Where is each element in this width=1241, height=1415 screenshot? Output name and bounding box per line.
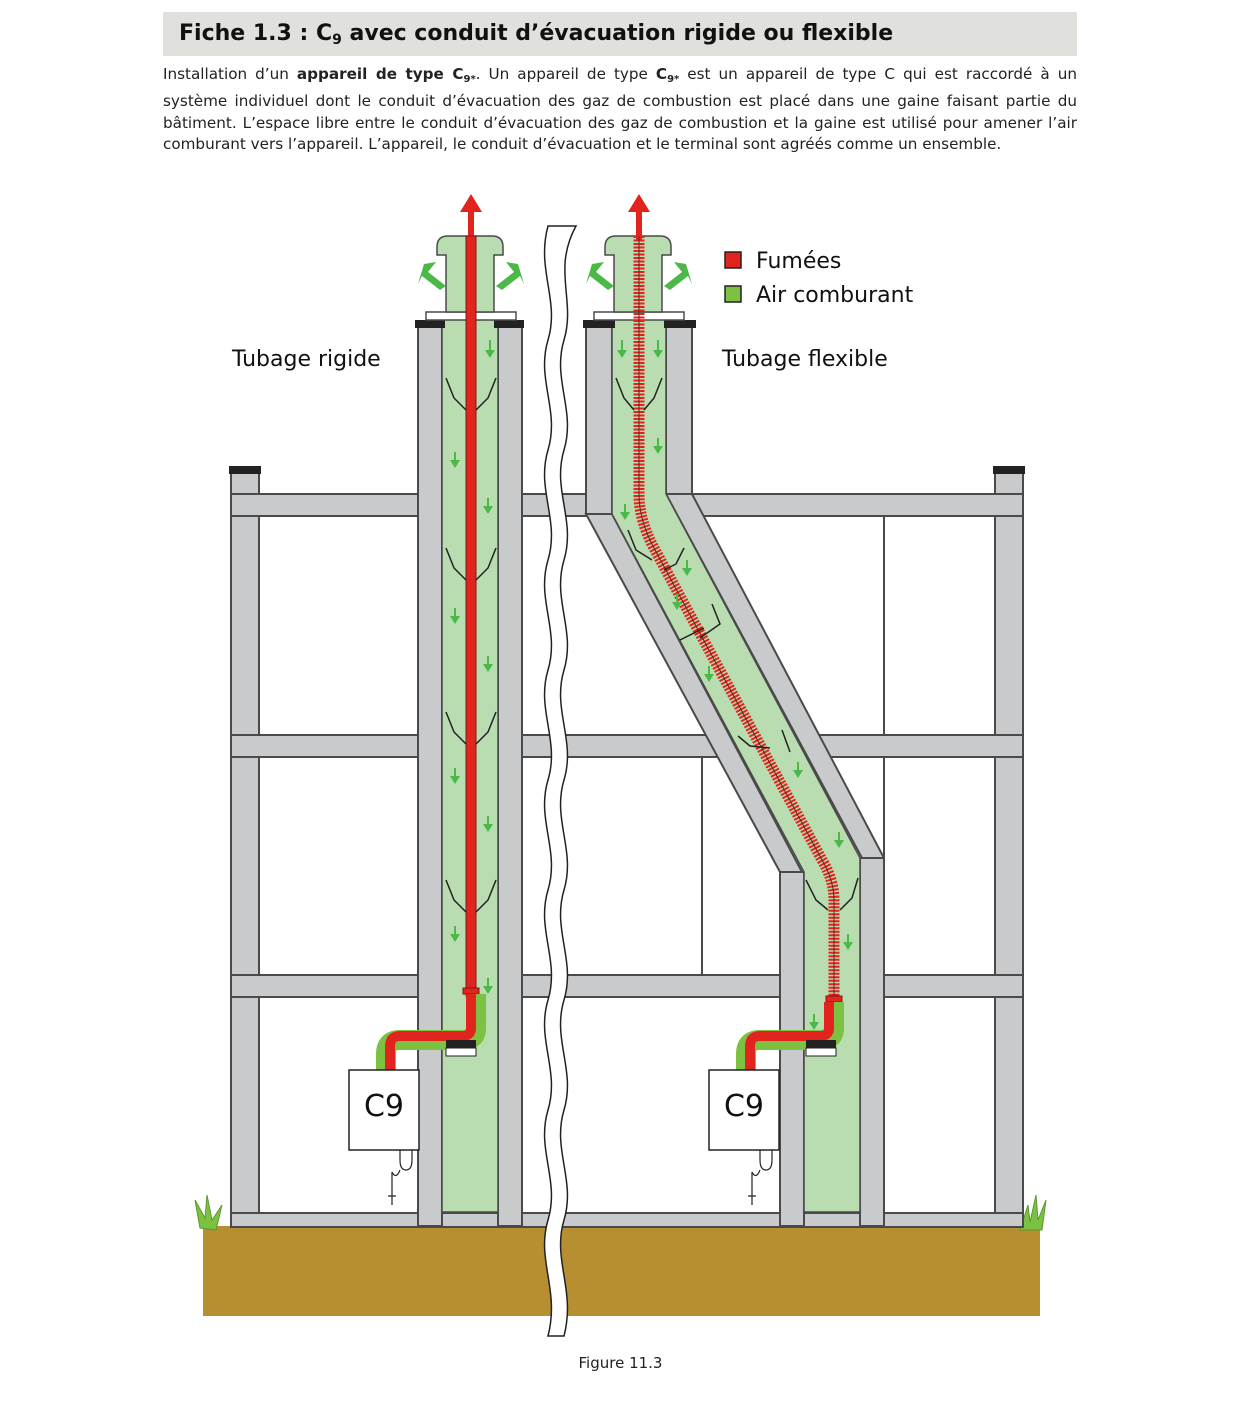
label-rigid: Tubage rigide — [231, 347, 381, 372]
appliance-left — [348, 1069, 420, 1205]
building-walls — [230, 325, 1024, 1228]
break-line — [543, 225, 578, 1337]
legend-label-flue: Fumées — [756, 249, 841, 274]
elbow-right-inner — [745, 1002, 834, 1070]
right-shaft-air — [611, 317, 861, 1213]
rigid-flue — [465, 235, 477, 997]
legend-swatch-flue — [724, 251, 742, 269]
legend: Fumées Air comburant — [724, 249, 914, 308]
legend-label-air: Air comburant — [756, 283, 914, 308]
intro-bold-2: C9* — [655, 65, 680, 85]
exhaust-arrows — [460, 194, 650, 240]
intro-paragraph: Installation d’un appareil de type C9*. … — [163, 65, 1077, 154]
caps — [229, 320, 1025, 474]
grass-left — [194, 1194, 223, 1231]
label-flexible: Tubage flexible — [721, 347, 888, 372]
elbow-left-inner — [385, 994, 476, 1070]
rooms — [258, 515, 996, 1214]
intro-bold-1: appareil de type C9* — [296, 65, 476, 85]
intake-arrows — [418, 262, 692, 290]
air-arrows-left — [450, 340, 495, 994]
appliance-label-left: C9 — [364, 1089, 404, 1124]
grass-right — [1019, 1194, 1047, 1231]
page-title: Fiche 1.3 : C9 avec conduit d’évacuation… — [179, 21, 894, 48]
spacers-left — [445, 377, 497, 913]
ground — [203, 1226, 1040, 1316]
appliance-label-right: C9 — [724, 1089, 764, 1124]
appliance-right — [708, 1069, 780, 1205]
legend-swatch-air — [724, 285, 742, 303]
figure-caption: Figure 11.3 — [578, 1354, 663, 1372]
title-bar: Fiche 1.3 : C9 avec conduit d’évacuation… — [163, 12, 1077, 56]
spacers-right — [615, 377, 859, 911]
title-subscript: 9 — [332, 32, 342, 48]
air-arrows-right — [617, 340, 853, 1030]
